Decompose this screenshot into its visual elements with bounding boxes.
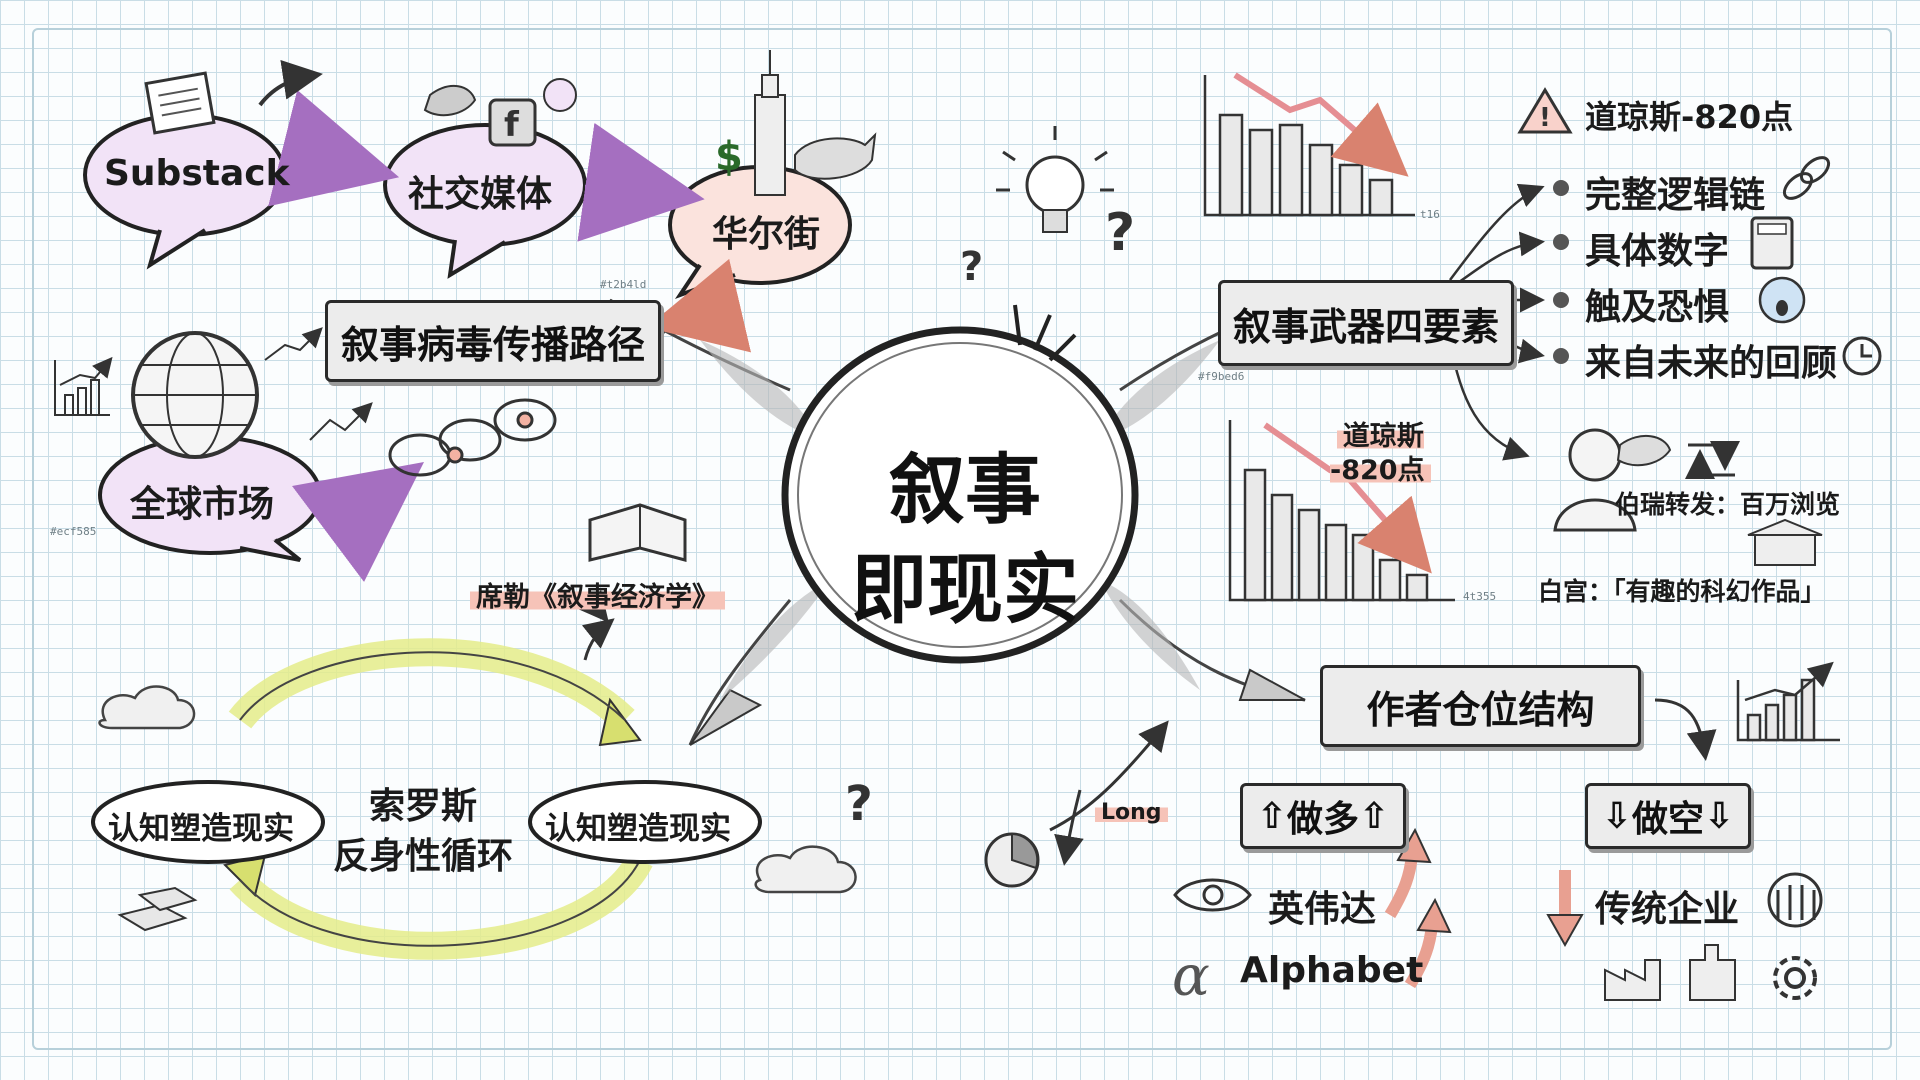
svg-text:?: ?: [960, 244, 983, 290]
hex-tag: #f9bed6: [1198, 370, 1245, 383]
propagation-path-box: 叙事病毒传播路径: [325, 300, 661, 382]
weapon-item-touch-fear: 触及恐惧: [1585, 287, 1730, 328]
messenger-icon: [543, 78, 577, 112]
short-position-box: ⇩做空⇩: [1585, 783, 1751, 849]
retweet-icon: [1685, 441, 1740, 479]
rising-bar-chart-icon: [1736, 661, 1840, 742]
cycle-node-right: 认知塑造现实: [545, 811, 731, 847]
central-topic: 叙事 即现实: [800, 440, 1130, 640]
page-frame: [32, 28, 1892, 1050]
stadium-logo-icon: [1767, 872, 1823, 928]
peach-down-arrow-icon: [1546, 870, 1584, 948]
white-house-icon: [1747, 518, 1823, 566]
hex-tag: #t2b4ld: [600, 278, 647, 291]
hex-tag: #ecf585: [50, 525, 97, 538]
chain-icon: [388, 398, 557, 477]
svg-text:f: f: [504, 105, 520, 145]
gold-bars-icon: [117, 886, 198, 932]
soros-reflexivity: 索罗斯 反身性循环: [318, 782, 528, 882]
narrative-weapons-box: 叙事武器四要素: [1218, 280, 1514, 366]
short-item-traditional: 传统企业: [1595, 889, 1740, 930]
bubble-global-market: 全球市场: [130, 484, 275, 525]
dollar-icon: $: [715, 134, 743, 180]
arrow-icon: [1654, 698, 1717, 761]
cloud-icon: [98, 685, 857, 894]
svg-text:?: ?: [845, 776, 873, 832]
factory-icon: [1604, 944, 1736, 1001]
question-mark-icon: ? ? ?: [845, 203, 1135, 832]
axis-label-small: 4t355: [1463, 590, 1497, 603]
chain-link-icon: [1782, 156, 1831, 200]
weapon-item-specific-numbers: 具体数字: [1585, 231, 1730, 272]
open-book-icon: [588, 503, 687, 562]
gear-icon: [1773, 956, 1817, 1000]
long-item-alphabet: Alphabet: [1240, 950, 1424, 991]
long-item-nvidia: 英伟达: [1268, 889, 1377, 930]
long-label: 做多: [1286, 799, 1359, 840]
reflexivity-cycle: [91, 589, 762, 960]
declining-bar-chart-top: [1203, 72, 1415, 217]
long-position-box: ⇧做多⇧: [1240, 783, 1406, 849]
soros-line1: 索罗斯: [368, 786, 477, 827]
arrow-icon: [258, 59, 323, 107]
long-tag-text: Long: [1095, 800, 1168, 825]
trend-line-icon: [264, 327, 373, 441]
calculator-icon: [1750, 216, 1794, 270]
propagation-bubbles: [83, 89, 852, 582]
dow-jones-drop-text: 道琼斯 -820点: [1330, 421, 1431, 486]
dow-jones-drop-label: 道琼斯 -820点: [1330, 420, 1431, 488]
retweet-caption: 伯瑞转发：百万浏览: [1615, 490, 1841, 519]
long-arrows-icon: [1049, 720, 1169, 866]
weapon-item-future-retrospect: 来自未来的回顾: [1585, 343, 1838, 384]
cycle-node-left: 认知塑造现实: [108, 811, 294, 847]
skyscraper-icon: [754, 50, 786, 196]
warning-triangle-icon: !: [1517, 87, 1573, 134]
bubble-social-media: 社交媒体: [408, 174, 553, 215]
down-arrow-icon: ⇩: [1601, 795, 1632, 837]
shiller-reference: 席勒《叙事经济学》: [470, 575, 725, 614]
newspaper-icon: [144, 71, 216, 135]
central-topic-line1: 叙事: [889, 445, 1041, 534]
nvidia-logo-icon: [1173, 878, 1252, 912]
svg-text:!: !: [1539, 103, 1551, 133]
bullet-dots: [1553, 180, 1569, 364]
declining-bar-chart-bottom: [1228, 420, 1455, 602]
dow-jones-warning: 道琼斯-820点: [1585, 98, 1794, 136]
alphabet-logo-icon: α: [1172, 944, 1210, 1009]
scared-face-icon: [1758, 276, 1806, 324]
twitter-bird-icon: [1616, 434, 1672, 467]
down-arrow-icon: ⇩: [1704, 795, 1735, 837]
twitter-icon: [423, 85, 477, 117]
up-arrow-icon: ⇧: [1359, 795, 1390, 837]
facebook-icon: f: [488, 98, 537, 147]
white-house-caption: 白宫：「有趣的科幻作品」: [1538, 577, 1826, 606]
central-topic-line2: 即现实: [851, 545, 1079, 634]
peach-up-arrow-icon: [1384, 827, 1452, 989]
soros-line2: 反身性循环: [332, 836, 513, 877]
weapon-item-logic-chain: 完整逻辑链: [1585, 175, 1766, 216]
up-arrow-icon: ⇧: [1256, 795, 1287, 837]
bull-icon: [794, 132, 877, 180]
center-hub: [609, 298, 1306, 746]
globe-icon: [131, 331, 259, 459]
pie-chart-icon: [984, 832, 1040, 888]
lightbulb-icon: [996, 126, 1114, 233]
bubble-substack: Substack: [104, 153, 290, 194]
axis-label-small: t16: [1420, 208, 1440, 221]
author-positions-box: 作者仓位结构: [1320, 665, 1641, 747]
svg-text:?: ?: [1105, 203, 1135, 263]
clock-icon: [1842, 336, 1882, 376]
shiller-reference-text: 席勒《叙事经济学》: [470, 582, 725, 613]
long-tag: Long: [1095, 800, 1168, 825]
bubble-wall-street: 华尔街: [712, 214, 821, 255]
short-label: 做空: [1631, 799, 1704, 840]
mini-bar-chart-icon: [54, 356, 113, 416]
